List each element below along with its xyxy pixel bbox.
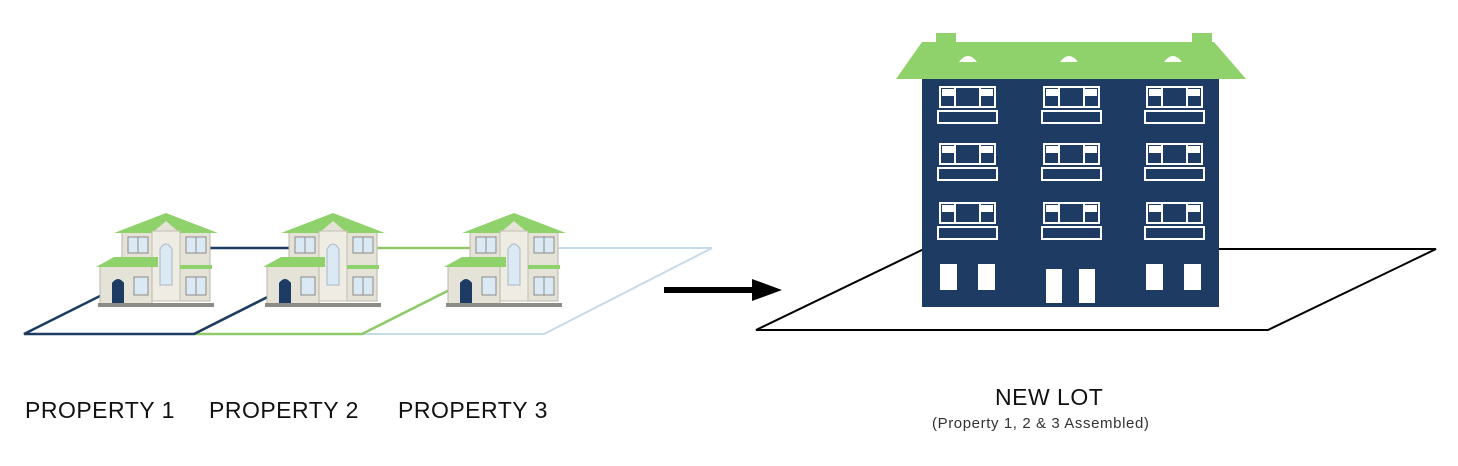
new-lot-outline [755, 248, 1437, 331]
new-lot-note: (Property 1, 2 & 3 Assembled) [932, 415, 1150, 432]
property-3-house-icon [443, 212, 567, 308]
apartment-windows [937, 86, 1205, 240]
property-1-label: PROPERTY 1 [25, 397, 175, 423]
property-1-house-icon [95, 212, 219, 308]
new-lot-label: NEW LOT [995, 384, 1104, 410]
property-3-label: PROPERTY 3 [398, 397, 548, 423]
apartment-window [939, 143, 996, 165]
apartment-window [1146, 202, 1203, 224]
property-2-house-icon [262, 212, 386, 308]
apartment-window [1043, 202, 1100, 224]
apartment-window [1146, 86, 1203, 108]
property-2-label: PROPERTY 2 [209, 397, 359, 423]
right-arrow-icon [664, 279, 782, 301]
apartment-window [939, 202, 996, 224]
apartment-building-icon [896, 33, 1246, 307]
apartment-window [1146, 143, 1203, 165]
apartment-window [1043, 143, 1100, 165]
apartment-window [1043, 86, 1100, 108]
apartment-window [939, 86, 996, 108]
